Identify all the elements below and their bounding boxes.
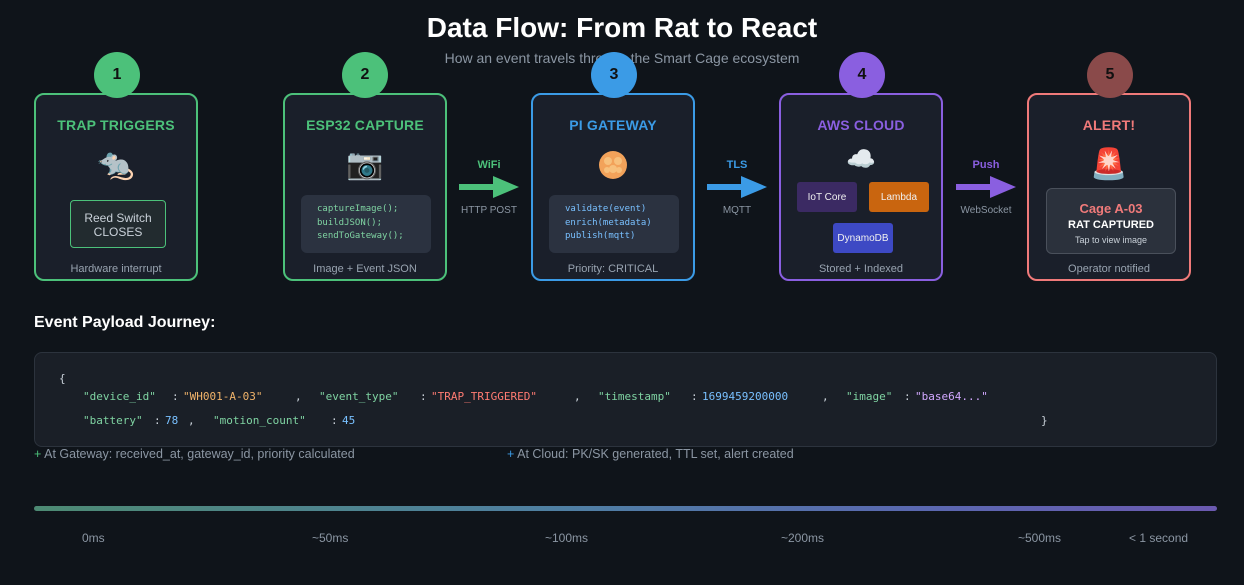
- alert-status: RAT CAPTURED: [1068, 219, 1154, 231]
- service-dynamodb: DynamoDB: [833, 223, 893, 253]
- step-card-aws-cloud: AWS CLOUD ☁️ IoT Core Lambda DynamoDB St…: [779, 93, 943, 281]
- json-key: "event_type": [319, 390, 399, 403]
- step-badge-4: 4: [839, 52, 885, 98]
- code-snippet: captureImage(); buildJSON(); sendToGatew…: [301, 195, 431, 253]
- code-line: buildJSON();: [317, 217, 383, 228]
- code-line: validate(event): [565, 204, 647, 214]
- camera-icon: 📷: [346, 148, 384, 181]
- note-gateway: + At Gateway: received_at, gateway_id, p…: [34, 447, 355, 461]
- json-comma: ,: [295, 390, 302, 403]
- json-value: "WH001-A-03": [183, 390, 263, 403]
- connector-protocol: TLS: [726, 159, 748, 171]
- step-badge-1: 1: [94, 52, 140, 98]
- json-comma: ,: [574, 390, 581, 403]
- timeline-label: 0ms: [82, 531, 105, 545]
- connector-protocol: WiFi: [477, 159, 501, 171]
- step-badge-2: 2: [342, 52, 388, 98]
- connector-transport: WebSocket: [960, 205, 1012, 216]
- alert-notification[interactable]: Cage A-03 RAT CAPTURED Tap to view image: [1046, 188, 1176, 254]
- json-value: 45: [342, 414, 356, 427]
- connector-transport: MQTT: [722, 205, 752, 216]
- rat-icon: 🐀: [97, 148, 135, 181]
- step-card-esp32-capture: ESP32 CAPTURE 📷 captureImage(); buildJSO…: [283, 93, 447, 281]
- code-line: enrich(metadata): [565, 217, 652, 228]
- arrow-right-icon: [956, 176, 1016, 198]
- step-badge-5: 5: [1087, 52, 1133, 98]
- reed-switch-state: CLOSES: [93, 225, 143, 239]
- json-value: "TRAP_TRIGGERED": [431, 390, 537, 403]
- json-colon: :: [154, 414, 161, 427]
- json-key: "image": [846, 390, 893, 403]
- step-title: PI GATEWAY: [569, 117, 657, 133]
- step-footer: Priority: CRITICAL: [567, 263, 659, 275]
- json-key: "device_id": [83, 390, 156, 403]
- arrow-right-icon: [459, 176, 519, 198]
- alert-cage: Cage A-03: [1079, 201, 1143, 216]
- json-comma: ,: [822, 390, 829, 403]
- step-card-trap-triggers: TRAP TRIGGERS 🐀 Reed Switch CLOSES Hardw…: [34, 93, 198, 281]
- json-value: 78: [165, 414, 179, 427]
- json-key: "timestamp": [598, 390, 671, 403]
- step-title: AWS CLOUD: [817, 117, 905, 133]
- step-card-alert: ALERT! 🚨 Cage A-03 RAT CAPTURED Tap to v…: [1027, 93, 1191, 281]
- siren-icon: 🚨: [1090, 148, 1128, 181]
- note-text: At Cloud: PK/SK generated, TTL set, aler…: [517, 447, 794, 461]
- page-title: Data Flow: From Rat to React: [426, 12, 818, 43]
- step-title: ESP32 CAPTURE: [306, 117, 424, 133]
- json-colon: :: [904, 390, 911, 403]
- json-close-brace: }: [1041, 414, 1048, 427]
- code-line: sendToGateway();: [317, 231, 404, 241]
- reed-switch-label: Reed Switch: [84, 211, 152, 225]
- json-colon: :: [172, 390, 179, 403]
- service-lambda: Lambda: [869, 182, 929, 212]
- json-value: 1699459200000: [702, 390, 789, 403]
- step-footer: Operator notified: [1068, 263, 1150, 275]
- step-card-pi-gateway: PI GATEWAY validate(event) enrich(metada…: [531, 93, 695, 281]
- json-colon: :: [691, 390, 698, 403]
- timeline-label: ~500ms: [1018, 531, 1062, 545]
- payload-json-block: { "device_id" : "WH001-A-03" , "event_ty…: [34, 352, 1217, 447]
- step-footer: Image + Event JSON: [313, 263, 417, 275]
- json-colon: :: [420, 390, 427, 403]
- step-badge-3: 3: [591, 52, 637, 98]
- note-prefix: +: [507, 447, 515, 461]
- code-line: captureImage();: [317, 204, 399, 214]
- timeline-label: ~100ms: [545, 531, 589, 545]
- note-text: At Gateway: received_at, gateway_id, pri…: [44, 447, 355, 461]
- reed-switch-box: Reed Switch CLOSES: [70, 200, 166, 248]
- code-line: publish(mqtt): [565, 231, 636, 241]
- step-title: ALERT!: [1082, 117, 1136, 133]
- json-colon: :: [331, 414, 338, 427]
- step-title: TRAP TRIGGERS: [57, 117, 175, 133]
- code-snippet: validate(event) enrich(metadata) publish…: [549, 195, 679, 253]
- timeline-label: < 1 second: [1129, 531, 1189, 545]
- raspberry-pi-icon: [533, 147, 693, 189]
- arrow-right-icon: [707, 176, 767, 198]
- step-footer: Hardware interrupt: [70, 263, 162, 275]
- connector-protocol: Push: [972, 159, 1000, 171]
- json-comma: ,: [188, 414, 195, 427]
- note-prefix: +: [34, 447, 42, 461]
- payload-section-title: Event Payload Journey:: [34, 314, 216, 331]
- timeline-label: ~50ms: [312, 531, 349, 545]
- cloud-icon: ☁️: [846, 146, 876, 173]
- timeline-label: ~200ms: [781, 531, 825, 545]
- connector-transport: HTTP POST: [461, 205, 517, 216]
- json-value: "base64...": [915, 390, 988, 403]
- json-open-brace: {: [59, 372, 66, 385]
- step-footer: Stored + Indexed: [818, 263, 904, 275]
- alert-hint: Tap to view image: [1074, 235, 1148, 245]
- latency-timeline-bar: [34, 506, 1217, 511]
- json-key: "battery": [83, 414, 143, 427]
- service-iot-core: IoT Core: [797, 182, 857, 212]
- json-key: "motion_count": [213, 414, 306, 427]
- note-cloud: + At Cloud: PK/SK generated, TTL set, al…: [507, 447, 794, 461]
